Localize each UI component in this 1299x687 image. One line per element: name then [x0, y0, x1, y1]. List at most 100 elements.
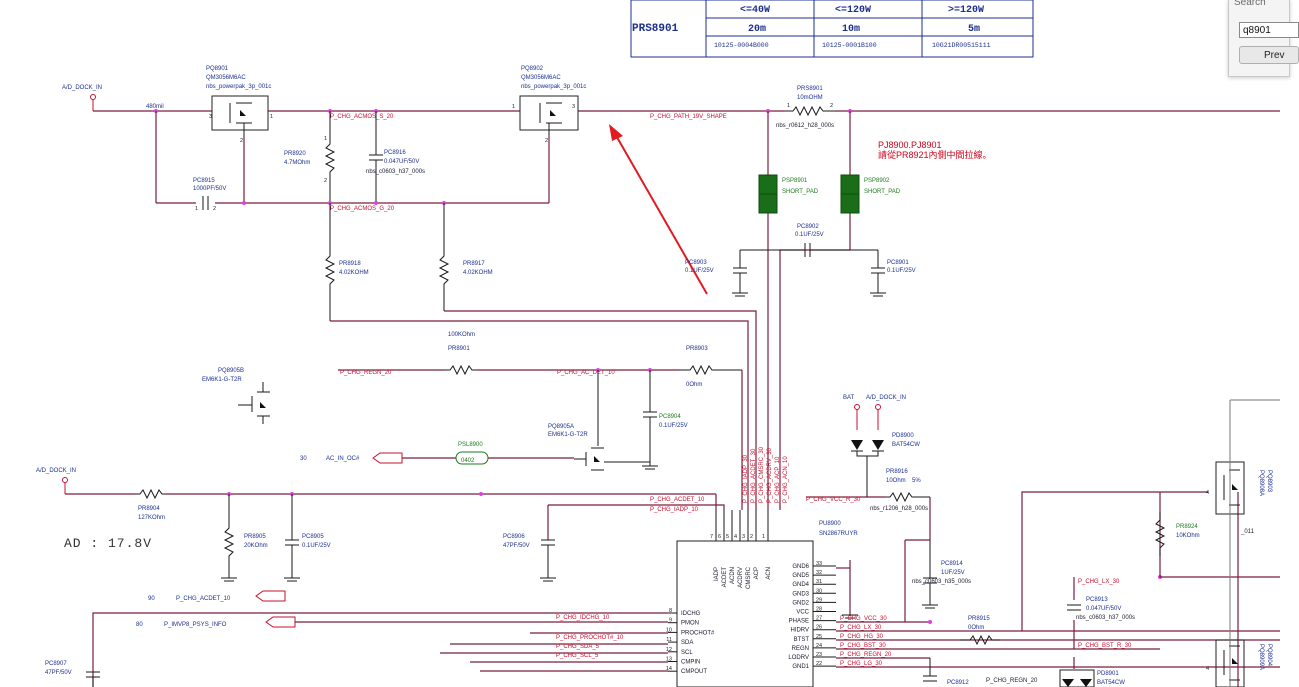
pq8901-pkg: nbs_powerpak_3p_001c	[206, 84, 271, 90]
pq8905a-mosfet[interactable]: PQ8905A EM6K1-G-T2R	[548, 370, 650, 471]
psp8902-val: SHORT_PAD	[864, 189, 901, 195]
pr8904-val: 127KOhm	[138, 515, 165, 521]
net-bat: BAT	[843, 395, 855, 401]
table-header-1: <=40W	[740, 5, 770, 16]
pr8903-ref: PR8903	[686, 346, 708, 352]
pr8918-val: 4.02KOHM	[339, 270, 369, 276]
pr8920-resistor[interactable]: PR8920 4.7MOhm 1 2	[284, 111, 336, 203]
pc8916-capacitor[interactable]: PC8916 0.047UF/50V nbs_c0603_h37_000s	[366, 111, 425, 203]
pc8901-capacitor[interactable]: PC8901 0.1UF/25V	[870, 250, 916, 297]
pc8907-capacitor[interactable]: PC8907 47PF/50V	[45, 661, 100, 687]
ic-pin-acn: ACN	[766, 567, 772, 580]
psl8900-link[interactable]: 30 AC_IN_OC# PSL8900 0402	[300, 442, 574, 465]
pq8904-mosfet[interactable]: 4 PQ8904 PQ8909A	[1206, 639, 1272, 687]
svg-text:2: 2	[830, 103, 833, 109]
ic-pin-num: 5	[726, 534, 729, 540]
pq8903-part: PQ8908A	[1258, 470, 1264, 496]
pr8924-resistor[interactable]: PR8924 10KOhm	[1154, 512, 1200, 556]
ic-pin-num: 27	[816, 616, 822, 622]
ic-pin-num: 22	[816, 661, 822, 667]
search-panel: Search Prev	[1228, 0, 1299, 77]
net-prochot: P_CHG_PROCHOT#_10	[556, 635, 624, 641]
pr8904-ref: PR8904	[138, 506, 160, 512]
pr8920-ref: PR8920	[284, 151, 306, 157]
ic-pin-gnd4: GND4	[792, 582, 809, 588]
pq8905b-mosfet[interactable]: PQ8905B EM6K1-G-T2R	[202, 368, 270, 424]
pq8901-ref: PQ8901	[206, 66, 229, 72]
pd8900-diode[interactable]: BAT A/D_DOCK_IN PD8900 BAT54CW	[843, 395, 920, 497]
ic-pin-scl: SCL	[681, 650, 693, 656]
table-header-3: >=120W	[948, 5, 984, 16]
ad-voltage-readout: AD : 17.8V	[64, 536, 152, 551]
pc8913-capacitor[interactable]: PC8913 0.047UF/50V nbs_c0603_h37_000s	[1067, 597, 1135, 621]
net-lx2: P_CHG_LX_30	[1078, 579, 1120, 585]
pd8901-diode[interactable]: PD8901 BAT54CW	[1059, 669, 1125, 687]
ic-pin-num: 13	[666, 657, 672, 663]
pu8900-ic[interactable]: PU8900 SN2867RUYR IDCHG8PMON9PROCHOT#10S…	[666, 510, 858, 687]
pc8904-capacitor[interactable]: PC8904 0.1UF/25V	[642, 370, 688, 470]
net-lg: P_CHG_LG_30	[840, 661, 883, 667]
pr8916-resistor[interactable]: PR8916 10Ohm 5% nbs_r1206_h28_000s	[870, 469, 931, 622]
ic-pin-gnd5: GND5	[792, 573, 809, 579]
pr8920-val: 4.7MOhm	[284, 160, 310, 166]
pc8914-capacitor[interactable]: PC8914 1UF/25V nbs_c0603_h35_000s	[912, 540, 971, 609]
net-scl: P_CHG_SCL_5	[556, 653, 599, 659]
pc8903-capacitor[interactable]: PC8903 0.1UF/25V	[685, 250, 748, 297]
net-bst-r: P_CHG_BST_R_30	[1078, 643, 1132, 649]
ic-pin-num: 2	[750, 534, 753, 540]
previous-button[interactable]: Prev	[1239, 46, 1299, 64]
pc8904-val: 0.1UF/25V	[659, 423, 688, 429]
svg-text:1: 1	[787, 103, 790, 109]
top-rail: A/D_DOCK_IN 480mil P_CHG_ACMOS_S_20 P_CH…	[62, 85, 1280, 120]
psp8902-pad[interactable]: PSP8902 SHORT_PAD	[779, 111, 901, 510]
ic-pin-acdrv: ACDRV	[738, 567, 744, 588]
net-regn3: P_CHG_REGN_20	[986, 678, 1038, 684]
right-nets: P_CHG_VCC_30 P_CHG_LX_30 P_CHG_HG_30 P_C…	[806, 496, 1280, 668]
ic-pin-vcc: VCC	[796, 610, 809, 616]
net-ac-in-oc: AC_IN_OC#	[326, 456, 360, 462]
psp8901-pad[interactable]: PSP8901 SHORT_PAD	[758, 111, 819, 510]
net-ad-dock-in-top: A/D_DOCK_IN	[62, 85, 102, 91]
pq8903-mosfet[interactable]: 4 PQ8903 PQ8908A _011	[1206, 461, 1272, 535]
pr8917-ref: PR8917	[463, 261, 485, 267]
pc8903-val: 0.1UF/25V	[685, 268, 714, 274]
svg-text:2: 2	[545, 138, 548, 144]
left-control-nets: 90 P_CHG_ACDET_10 80 P_IMVP8_PSYS_INFO P…	[92, 590, 668, 687]
pc8902-capacitor[interactable]: PC8902 0.1UF/25V	[740, 224, 878, 257]
pq8902-mosfet[interactable]: PQ8902 QM3056M6AC nbs_powerpak_3p_001c 1…	[512, 66, 586, 203]
svg-text:2: 2	[240, 138, 243, 144]
pc8915-capacitor[interactable]: PC8915 1000PF/50V 1 2	[193, 178, 226, 212]
ic-pin-num: 28	[816, 607, 822, 613]
pc8907-ref: PC8907	[45, 661, 67, 667]
pr8918-resistor[interactable]: PR8918 4.02KOHM	[324, 203, 369, 321]
regn-row: P_CHG_REGN_20 100KOhm PR8901 P_CHG_AC_DE…	[338, 332, 743, 510]
vnet-1: P_CHG_IADP_30	[743, 454, 749, 503]
prs8901-resistor[interactable]: PRS8901 10mOHM 1 2 nbs_r0612_h28_000s	[776, 86, 835, 129]
svg-text:1: 1	[512, 104, 515, 110]
vnet-3: P_CHG_CMSRC_30	[759, 446, 765, 503]
pc8905-capacitor[interactable]: PC8905 0.1UF/25V	[284, 494, 331, 582]
pc8912-capacitor[interactable]: PC8912 P_CHG_REGN_20	[923, 658, 1038, 686]
pr8915-resistor[interactable]: PR8915 0Ohm	[960, 616, 1000, 646]
prs8901-val: 10mOHM	[797, 95, 823, 101]
pr8905-resistor[interactable]: PR8905 20KOhm	[221, 494, 268, 582]
pc8914-ref: PC8914	[941, 561, 963, 567]
ic-pin-gnd1: GND1	[792, 664, 809, 670]
net-acdet: P_CHG_ACDET_10	[650, 497, 705, 503]
ic-pin-num: 11	[666, 637, 672, 643]
pr8917-val: 4.02KOHM	[463, 270, 493, 276]
page-ref-90: 90	[148, 596, 155, 602]
pc8906-capacitor[interactable]: PC8906 47PF/50V	[503, 534, 556, 582]
net-imvp8: P_IMVP8_PSYS_INFO	[164, 622, 227, 628]
ic-pin-acdn: ACDN	[730, 567, 736, 584]
ic-pin-num: 23	[816, 652, 822, 658]
ic-pin-prochot-n: PROCHOT#	[681, 630, 715, 636]
pr8917-resistor[interactable]: PR8917 4.02KOHM	[438, 203, 493, 311]
search-input[interactable]	[1239, 22, 1299, 38]
ic-pin-num: 25	[816, 634, 822, 640]
pc8906-val: 47PF/50V	[503, 543, 530, 549]
pr8924-val: 10KOhm	[1176, 533, 1200, 539]
pq8901-mosfet[interactable]: PQ8901 QM3056M6AC nbs_powerpak_3p_001c 3…	[206, 66, 273, 203]
width-label: 480mil	[146, 104, 164, 110]
ic-pin-num: 31	[816, 579, 822, 585]
